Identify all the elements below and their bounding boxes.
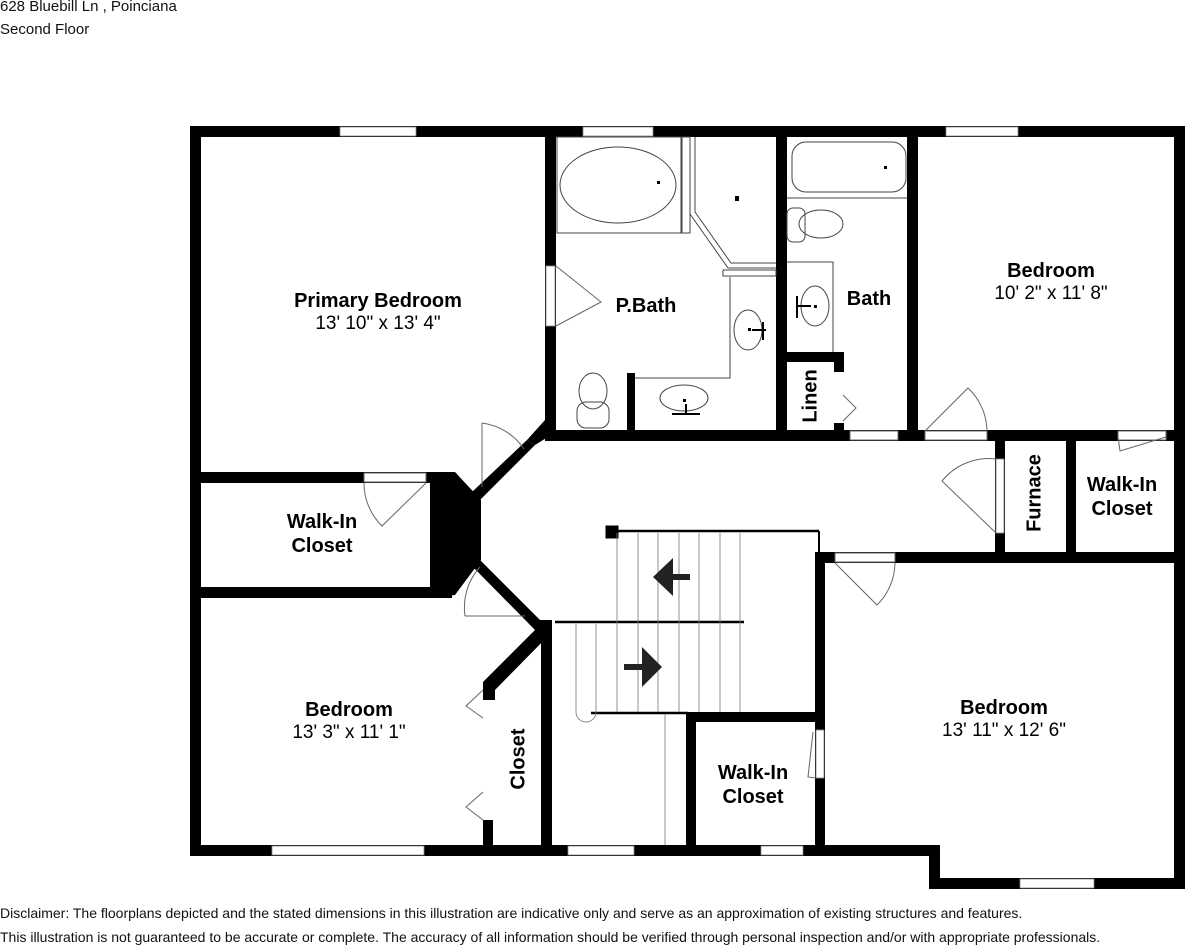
room-name: Bedroom <box>1007 260 1095 282</box>
room-closet-sw: Closet <box>507 728 530 790</box>
room-name: Bedroom <box>960 697 1048 719</box>
windows <box>271 126 1095 889</box>
room-walkin-closet-ne: Walk-In Closet <box>1087 473 1157 521</box>
floor-label: Second Floor <box>0 21 90 38</box>
room-walkin-closet-s: Walk-In Closet <box>718 761 788 809</box>
room-name-line2: Closet <box>1091 498 1153 520</box>
room-dimensions: 10' 2" x 11' 8" <box>994 283 1108 304</box>
room-dimensions: 13' 10" x 13' 4" <box>315 313 441 334</box>
room-linen: Linen <box>799 369 822 423</box>
room-name: Primary Bedroom <box>294 290 462 312</box>
room-primary-bedroom: Primary Bedroom 13' 10" x 13' 4" <box>294 289 462 335</box>
fixture-dots <box>657 166 887 415</box>
arrow-right-icon <box>642 647 662 687</box>
room-name: Bedroom <box>305 699 393 721</box>
room-name: Walk-In <box>717 762 789 784</box>
doors <box>363 265 1167 821</box>
room-name-line2: Closet <box>722 786 784 808</box>
property-address: 628 Bluebill Ln , Poinciana <box>0 0 177 15</box>
room-dimensions: 13' 11" x 12' 6" <box>942 720 1066 741</box>
room-name: Walk-In <box>1086 474 1158 496</box>
room-dimensions: 13' 3" x 11' 1" <box>292 722 406 743</box>
room-bedroom-se: Bedroom 13' 11" x 12' 6" <box>942 696 1066 742</box>
fixtures <box>556 136 907 429</box>
disclaimer-line-1: Disclaimer: The floorplans depicted and … <box>0 905 1023 921</box>
room-bath: Bath <box>847 287 891 311</box>
room-name: P.Bath <box>615 295 677 317</box>
room-bedroom-ne: Bedroom 10' 2" x 11' 8" <box>994 259 1107 305</box>
room-name: Bath <box>846 288 892 310</box>
arrow-left-icon <box>653 558 673 596</box>
stairs <box>555 525 820 845</box>
room-bedroom-sw: Bedroom 13' 3" x 11' 1" <box>292 698 405 744</box>
disclaimer-line-2: This illustration is not guaranteed to b… <box>0 929 1101 945</box>
room-name: Walk-In <box>286 511 358 533</box>
room-name-line2: Closet <box>291 535 353 557</box>
room-primary-bath: P.Bath <box>616 294 677 318</box>
room-furnace: Furnace <box>1023 454 1046 532</box>
room-walkin-closet-w: Walk-In Closet <box>287 510 357 558</box>
